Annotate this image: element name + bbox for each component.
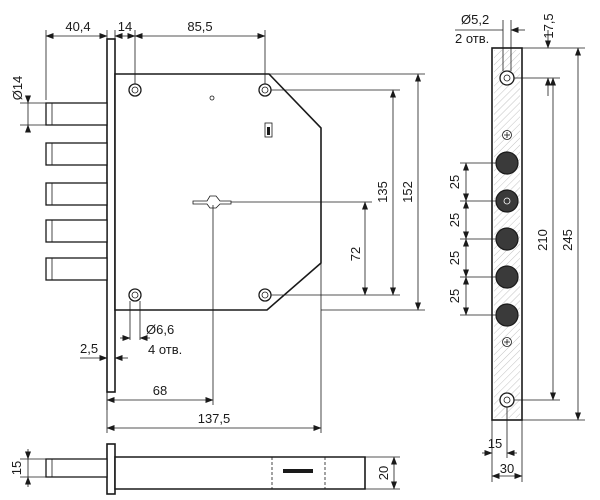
dim-bolt-diameter: Ø14 (10, 76, 25, 101)
side-dimension-lines (455, 20, 585, 482)
front-faceplate (106, 38, 116, 393)
side-dim-pitch: 25 (447, 251, 462, 265)
mounting-hole (258, 83, 272, 97)
dead-bolts (45, 102, 108, 281)
dim-body-length: 137,5 (198, 411, 231, 426)
keyhole-icon (192, 195, 232, 209)
bottom-dimension-lines (20, 449, 400, 490)
dim-height-135: 135 (375, 181, 390, 203)
mounting-hole (128, 288, 142, 302)
bolt (45, 142, 108, 166)
dim-hole-spacing: 85,5 (187, 19, 212, 34)
bolt-opening (495, 265, 519, 289)
screw-hole (499, 70, 515, 86)
bolt-opening (495, 151, 519, 175)
bottom-body (114, 456, 366, 490)
mounting-hole (128, 83, 142, 97)
bottom-bolt (45, 458, 108, 478)
bolt-opening (495, 227, 519, 251)
dim-hole-diameter: Ø6,6 (146, 322, 174, 337)
bottom-faceplate (106, 443, 116, 495)
bottom-dim-bolt-height: 15 (9, 461, 24, 475)
side-dim-top-offset: 17,5 (541, 13, 556, 38)
front-dimension-lines (20, 30, 425, 433)
pin-dot (209, 95, 215, 101)
front-view: 40,4 14 85,5 Ø14 152 135 72 Ø6,6 4 отв. … (10, 19, 425, 433)
bottom-dim-body-thickness: 20 (376, 466, 391, 480)
dim-height-152: 152 (400, 181, 415, 203)
side-dim-faceplate-width: 30 (500, 461, 514, 476)
side-dim-pitch: 25 (447, 175, 462, 189)
screw-hole (499, 392, 515, 408)
bolt-opening (495, 189, 519, 213)
side-dim-pitch: 25 (447, 289, 462, 303)
cross-mark-icon (502, 130, 512, 140)
mounting-hole (258, 288, 272, 302)
side-dim-faceplate-length: 245 (560, 229, 575, 251)
bottom-view: 15 20 (9, 443, 400, 495)
side-dim-hole-inset: 15 (488, 436, 502, 451)
side-view: Ø5,2 2 отв. 17,5 25 25 25 25 210 245 15 … (447, 12, 585, 482)
dim-spindle-offset: 68 (153, 383, 167, 398)
mounting-holes (128, 83, 272, 302)
bolt (45, 257, 108, 281)
side-dim-hole-count: 2 отв. (455, 31, 489, 46)
dim-height-72: 72 (348, 247, 363, 261)
dim-hole-count: 4 отв. (148, 342, 182, 357)
dim-hole-offset: 14 (118, 19, 132, 34)
side-dim-pitch: 25 (447, 213, 462, 227)
bolt (45, 102, 108, 126)
bottom-slot (283, 469, 313, 473)
bolt-opening (495, 303, 519, 327)
bolt (45, 219, 108, 243)
side-dim-hole-spacing: 210 (535, 229, 550, 251)
side-dim-hole-diameter: Ø5,2 (461, 12, 489, 27)
cross-mark-icon (502, 337, 512, 347)
lock-body (114, 73, 322, 311)
indicator-slot (264, 122, 273, 138)
dim-faceplate-thickness: 2,5 (80, 341, 98, 356)
bolt (45, 182, 108, 206)
dim-backset: 40,4 (65, 19, 90, 34)
